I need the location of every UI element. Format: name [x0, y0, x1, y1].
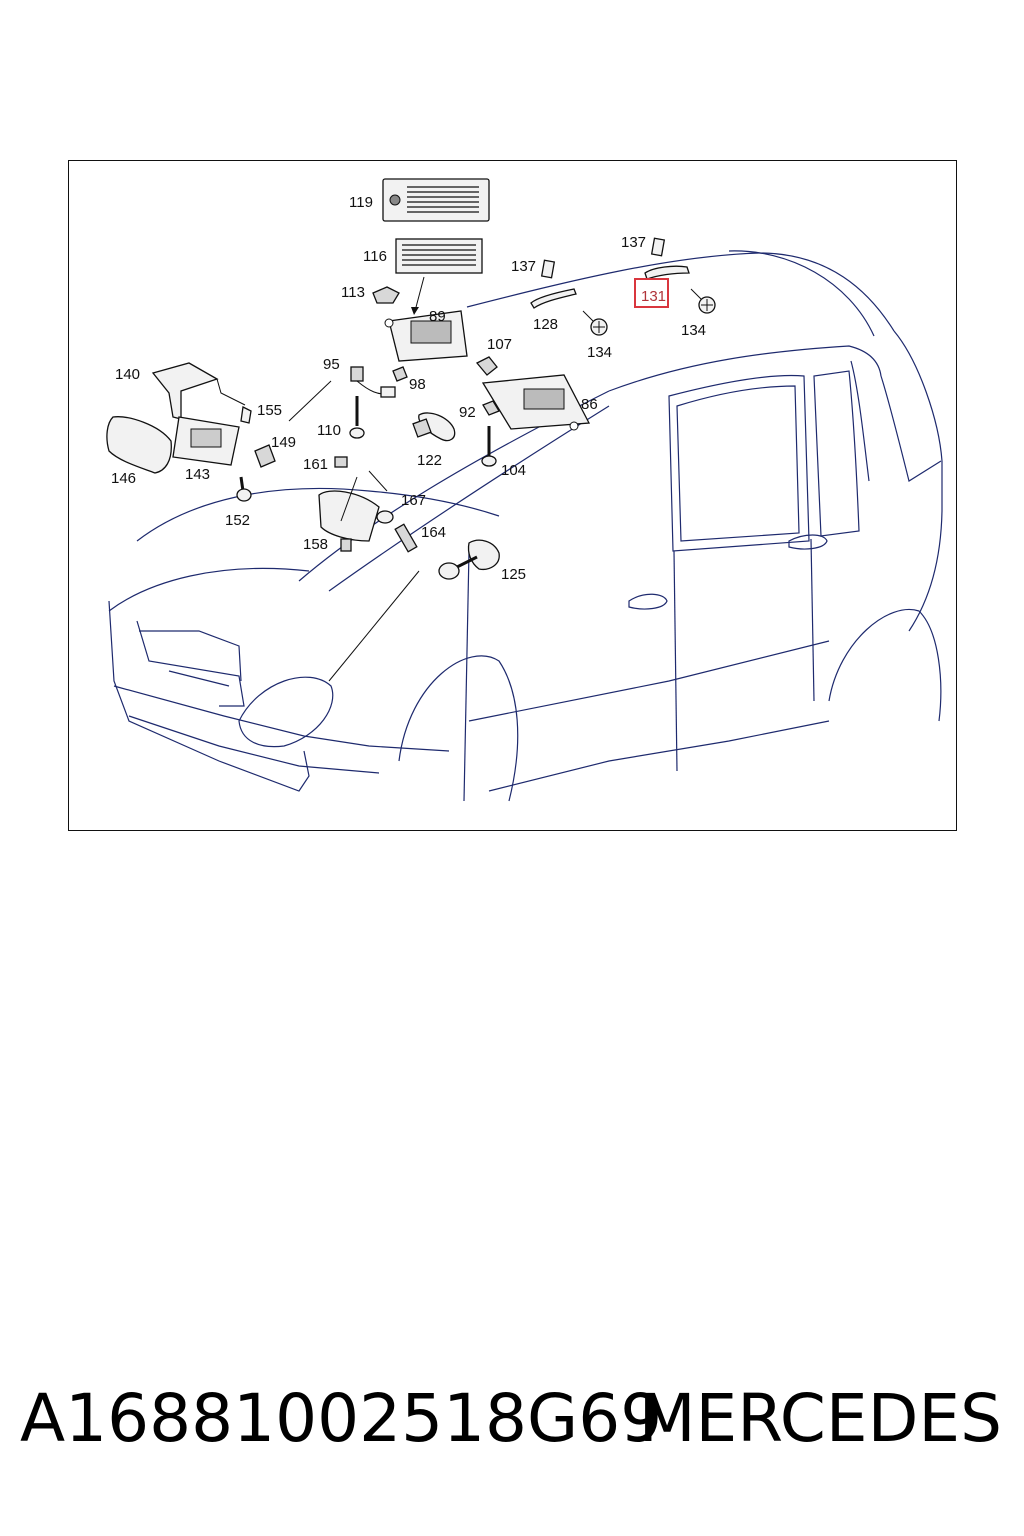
- callout-161: 161: [303, 456, 328, 473]
- leader-lines: [288, 380, 420, 682]
- callout-164: 164: [421, 524, 446, 541]
- car-body-outline: [108, 250, 943, 802]
- part-number: A16881002518G69: [20, 1380, 663, 1457]
- callout-86: 86: [581, 396, 598, 413]
- clip-107: [475, 356, 498, 376]
- callout-149: 149: [271, 434, 296, 451]
- callout-95: 95: [323, 356, 340, 373]
- callout-92: 92: [459, 404, 476, 421]
- callout-140: 140: [115, 366, 140, 383]
- callout-labels: 119 116 113 89 137 137 131 128 134 134 1…: [111, 194, 706, 583]
- callout-158: 158: [303, 536, 328, 553]
- screw-152: [236, 476, 252, 502]
- callout-98: 98: [409, 376, 426, 393]
- brand-name: MERCEDES: [638, 1380, 1002, 1457]
- grab-handle-131: [634, 265, 690, 308]
- lamp-housing-143: [172, 416, 240, 466]
- clip-137-b: [650, 237, 666, 257]
- rearview-mirror-122: [412, 412, 456, 442]
- callout-125: 125: [501, 566, 526, 583]
- callout-152: 152: [225, 512, 250, 529]
- sun-visor-86: [481, 374, 591, 431]
- wire-harness-95: [350, 366, 396, 398]
- callout-119: 119: [349, 194, 373, 211]
- callout-113: 113: [341, 284, 365, 301]
- clip-113: [372, 286, 400, 304]
- bracket-140: [151, 362, 246, 420]
- bulb-155: [240, 406, 252, 424]
- label-plate-116: [395, 238, 483, 315]
- screw-134-a: [582, 310, 608, 336]
- callout-143: 143: [185, 466, 210, 483]
- clip-98: [392, 366, 408, 382]
- callout-146: 146: [111, 470, 136, 487]
- callout-134-b: 134: [681, 322, 706, 339]
- callout-137-b: 137: [621, 234, 646, 251]
- screw-110: [349, 396, 365, 439]
- callout-104: 104: [501, 462, 526, 479]
- callout-137-a: 137: [511, 258, 536, 275]
- vanity-mirror-158: [318, 470, 388, 552]
- callout-89: 89: [429, 308, 446, 325]
- clip-92: [482, 400, 500, 416]
- screw-104: [481, 426, 497, 467]
- grab-handle-128: [530, 288, 577, 309]
- switch-149: [254, 444, 276, 468]
- callout-134-a: 134: [587, 344, 612, 361]
- callout-122: 122: [417, 452, 442, 469]
- callout-110: 110: [317, 422, 341, 439]
- caption-bar: A16881002518G69 MERCEDES: [0, 1380, 1024, 1470]
- callout-131: 131: [641, 288, 666, 305]
- exploded-view-drawing: 119 116 113 89 137 137 131 128 134 134 1…: [106, 178, 943, 802]
- clip-161: [334, 456, 348, 468]
- callout-155: 155: [257, 402, 282, 419]
- clip-137-a: [540, 259, 556, 279]
- handle-125: [438, 539, 500, 580]
- highlight-box-131: [634, 278, 669, 308]
- washer-167: [376, 510, 394, 524]
- callout-167: 167: [401, 492, 426, 509]
- callout-107: 107: [487, 336, 512, 353]
- callout-116: 116: [363, 248, 387, 265]
- screw-134-b: [690, 288, 716, 314]
- lens-146: [106, 416, 172, 474]
- label-plate-119: [382, 178, 490, 222]
- callout-128: 128: [533, 316, 558, 333]
- bolt-164: [394, 523, 418, 553]
- sun-visor-89: [384, 310, 468, 362]
- parts-diagram: 119 116 113 89 137 137 131 128 134 134 1…: [68, 160, 957, 831]
